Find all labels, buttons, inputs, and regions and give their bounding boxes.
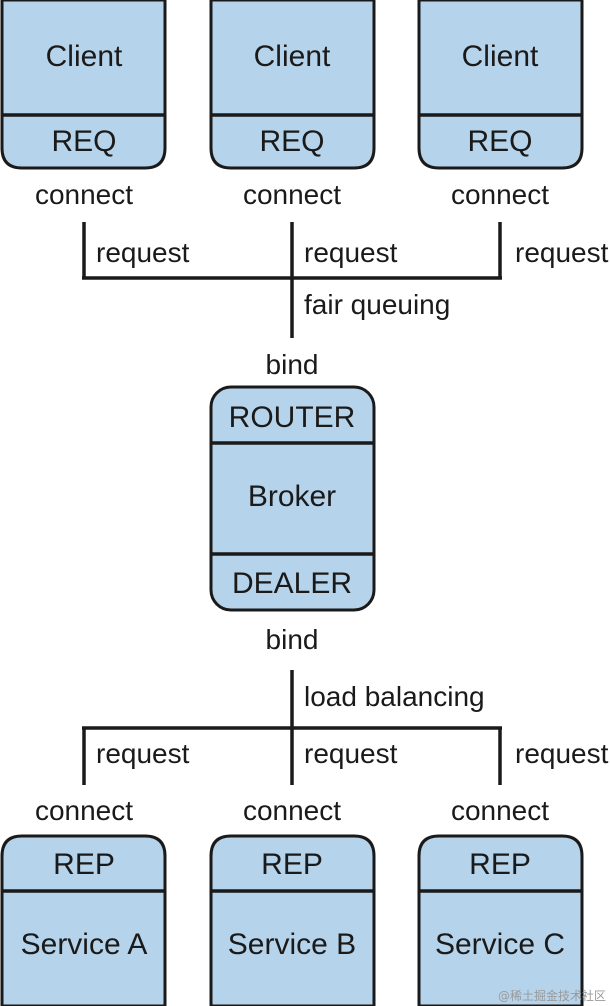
broker-title: Broker <box>248 480 336 513</box>
service-title: Service B <box>228 928 356 961</box>
client-node-2: Client REQ <box>209 0 376 170</box>
service-node-b: REP Service B <box>209 834 376 1006</box>
client-node-1: Client REQ <box>0 0 167 170</box>
service-socket: REP <box>53 848 115 881</box>
client-connect-label: connect <box>451 179 549 210</box>
client-socket: REQ <box>51 125 116 158</box>
service-node-a: REP Service A <box>0 834 167 1006</box>
broker-dealer-socket: DEALER <box>232 567 352 600</box>
backend-connection-tree <box>82 670 502 785</box>
client-request-label: request <box>515 237 609 268</box>
client-title: Client <box>462 40 539 73</box>
service-title: Service A <box>21 928 148 961</box>
fair-queuing-label: fair queuing <box>304 289 450 320</box>
client-title: Client <box>46 40 123 73</box>
service-socket: REP <box>469 848 531 881</box>
client-node-3: Client REQ <box>417 0 584 170</box>
client-connect-label: connect <box>35 179 133 210</box>
client-socket: REQ <box>259 125 324 158</box>
client-socket: REQ <box>467 125 532 158</box>
service-request-label: request <box>96 738 190 769</box>
client-connect-label: connect <box>243 179 341 210</box>
service-request-label: request <box>304 738 398 769</box>
broker-router-socket: ROUTER <box>229 401 356 434</box>
broker-bind-top-label: bind <box>266 349 319 380</box>
service-connect-label: connect <box>35 795 133 826</box>
load-balancing-label: load balancing <box>304 681 485 712</box>
client-request-label: request <box>96 237 190 268</box>
watermark: @稀土掘金技术社区 <box>497 989 606 1003</box>
client-request-label: request <box>304 237 398 268</box>
service-title: Service C <box>435 928 565 961</box>
service-socket: REP <box>261 848 323 881</box>
service-request-label: request <box>515 738 609 769</box>
service-connect-label: connect <box>451 795 549 826</box>
service-connect-label: connect <box>243 795 341 826</box>
broker-bind-bottom-label: bind <box>266 624 319 655</box>
client-title: Client <box>254 40 331 73</box>
broker-node: ROUTER Broker DEALER <box>209 385 376 612</box>
service-node-c: REP Service C <box>417 834 584 1006</box>
frontend-connection-tree <box>82 222 502 338</box>
